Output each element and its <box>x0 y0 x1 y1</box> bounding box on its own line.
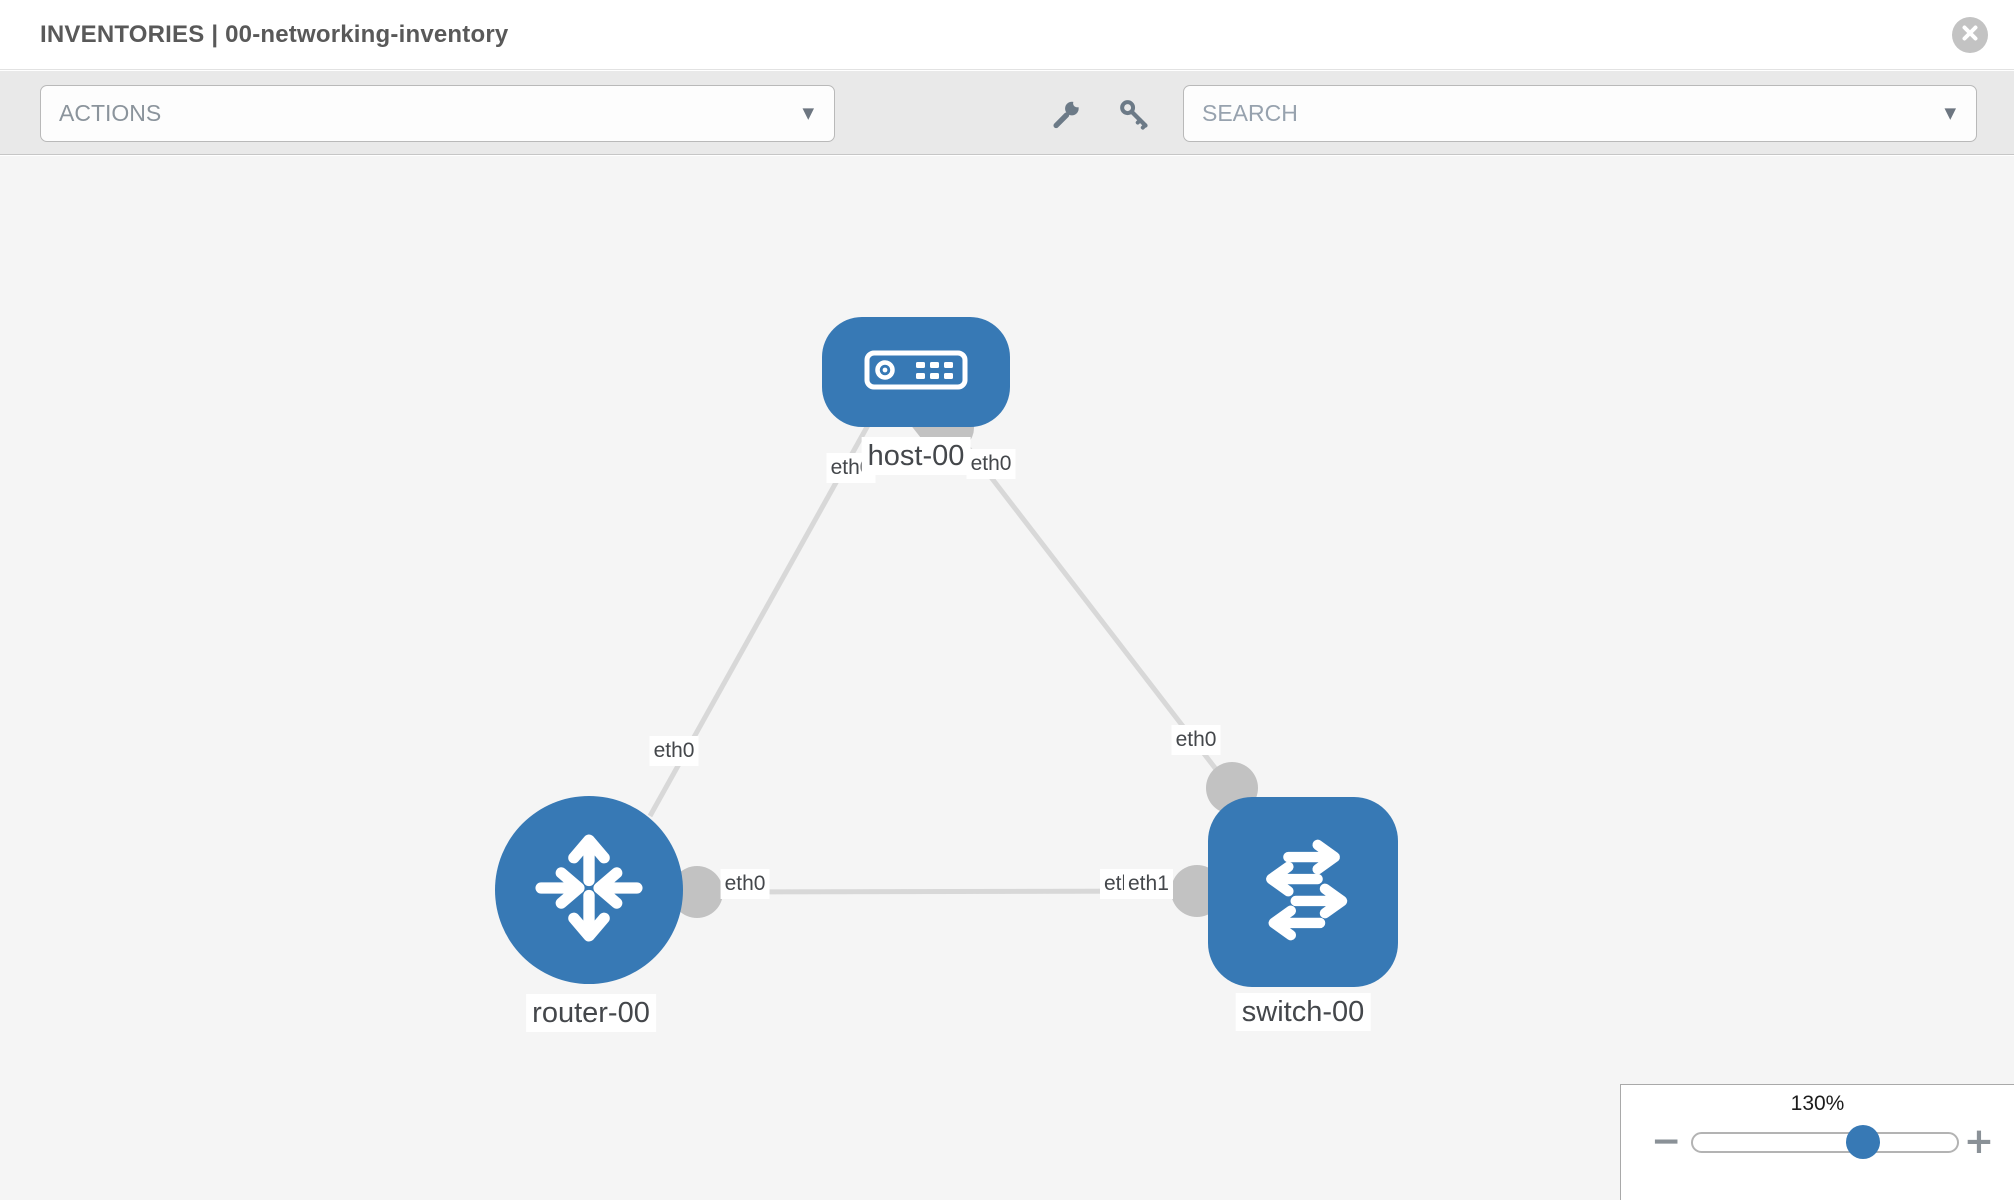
switch-arrows-icon <box>1242 829 1364 956</box>
node-switch-00[interactable] <box>1208 797 1398 987</box>
interface-label-host-right: eth0 <box>966 449 1016 479</box>
actions-dropdown-label: ACTIONS <box>59 100 162 126</box>
interface-label-switch-front: eth1 <box>1124 869 1173 899</box>
zoom-level-value: 130% <box>1790 1092 1845 1115</box>
router-arrows-icon <box>526 825 652 956</box>
credentials-button[interactable] <box>1117 98 1151 130</box>
router-interface-connector <box>671 866 723 918</box>
wrench-icon <box>1049 99 1083 134</box>
close-button[interactable] <box>1952 17 1988 53</box>
key-icon <box>1117 100 1151 134</box>
actions-dropdown[interactable]: ACTIONS ▼ <box>40 85 835 142</box>
configure-button[interactable] <box>1049 98 1083 130</box>
zoom-slider-handle[interactable] <box>1846 1125 1881 1159</box>
interface-label-switch-top: eth0 <box>1171 725 1221 755</box>
zoom-slider[interactable] <box>1691 1125 1959 1159</box>
chevron-down-icon: ▼ <box>802 104 814 122</box>
interface-label-router-right: eth0 <box>720 869 770 899</box>
links-layer <box>647 406 1258 918</box>
header: INVENTORIES | 00-networking-inventory <box>0 0 2014 70</box>
node-host-00[interactable] <box>822 317 1010 427</box>
search-placeholder: SEARCH <box>1202 100 1298 126</box>
interface-label-router-uplink: eth0 <box>649 736 699 766</box>
node-label-host: host-00 <box>861 437 971 475</box>
zoom-out-button[interactable]: − <box>1651 1121 1682 1162</box>
topology-canvas[interactable]: eth0 eth0 eth0 eth0 eth0 eth0 eth1 host-… <box>0 156 2014 1200</box>
chevron-down-icon: ▼ <box>1944 104 1956 122</box>
interface-label-overlap-group: eth0 eth1 <box>1100 869 1190 899</box>
toolbar: ACTIONS ▼ SEARCH ▼ <box>0 71 2014 155</box>
zoom-panel: 130% − + <box>1620 1084 2014 1200</box>
page-title: INVENTORIES | 00-networking-inventory <box>40 21 509 48</box>
server-icon <box>864 349 968 396</box>
zoom-in-button[interactable]: + <box>1963 1121 1994 1162</box>
node-router-00[interactable] <box>495 796 683 984</box>
close-icon <box>1961 24 1979 47</box>
node-label-switch: switch-00 <box>1235 993 1371 1031</box>
search-dropdown[interactable]: SEARCH ▼ <box>1183 85 1977 142</box>
node-label-router: router-00 <box>526 994 656 1032</box>
